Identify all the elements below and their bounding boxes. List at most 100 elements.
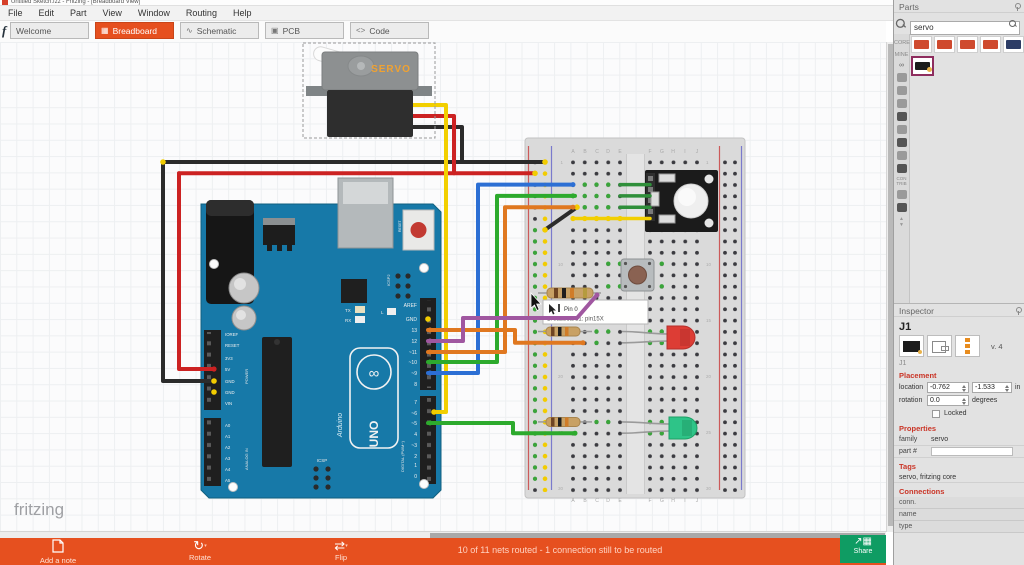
pcb-view-icon[interactable] bbox=[955, 335, 980, 357]
part-thumbnail[interactable] bbox=[957, 36, 978, 53]
menu-routing[interactable]: Routing bbox=[185, 8, 217, 18]
red-led-part[interactable] bbox=[621, 325, 696, 350]
menu-part[interactable]: Part bbox=[70, 8, 87, 18]
parts-search[interactable] bbox=[910, 17, 1020, 35]
part-thumbnail[interactable] bbox=[980, 36, 1001, 53]
jumper-black[interactable] bbox=[543, 205, 579, 232]
horizontal-scrollbar[interactable] bbox=[0, 531, 886, 538]
vertical-scrollbar[interactable] bbox=[886, 42, 893, 532]
svg-text:D: D bbox=[606, 498, 610, 504]
add-note-button[interactable]: Add a note bbox=[28, 539, 88, 565]
servo-part[interactable]: SERVO bbox=[302, 42, 436, 139]
rotation-spinner[interactable]: 0.0 bbox=[927, 395, 969, 406]
parallax-icon[interactable] bbox=[896, 151, 907, 160]
svg-text:~9: ~9 bbox=[411, 371, 417, 377]
bin-tab-core[interactable]: CORE bbox=[894, 40, 910, 46]
resistor-part[interactable] bbox=[538, 287, 601, 299]
wire-red[interactable] bbox=[177, 171, 216, 371]
locked-checkbox[interactable] bbox=[932, 409, 940, 418]
scroll-up-icon[interactable]: ▲ bbox=[899, 216, 904, 222]
parts-panel-header[interactable]: Parts bbox=[894, 0, 1024, 13]
arduino-uno-part[interactable]: RESET ICSP2 bbox=[200, 177, 442, 499]
breadboard-canvas[interactable]: fritzing bbox=[0, 42, 886, 532]
tab-code[interactable]: <> Code bbox=[350, 22, 429, 39]
breadboard-view-icon[interactable] bbox=[899, 335, 924, 357]
properties-header: Properties bbox=[899, 424, 937, 433]
temp-bin-icon[interactable] bbox=[896, 203, 907, 212]
vscroll-thumb[interactable] bbox=[888, 44, 893, 526]
wire-green[interactable] bbox=[426, 421, 577, 436]
tab-schematic[interactable]: ∿ Schematic bbox=[180, 22, 259, 39]
rotate-button[interactable]: ↻▾ Rotate bbox=[188, 538, 212, 563]
tab-pcb[interactable]: ▣ PCB bbox=[265, 22, 344, 39]
type-row[interactable]: type bbox=[894, 521, 1024, 533]
dock-pin-icon[interactable] bbox=[1014, 307, 1022, 315]
share-arrow-icon: ↗ bbox=[854, 536, 863, 547]
led-module-part[interactable] bbox=[645, 170, 718, 232]
share-button[interactable]: ↗▦ Share bbox=[840, 535, 886, 563]
connection-dots bbox=[160, 159, 600, 436]
pushbutton-part[interactable] bbox=[620, 258, 655, 292]
svg-text:RESET: RESET bbox=[398, 219, 402, 232]
infinity-icon: ∞ bbox=[369, 365, 380, 382]
infinity-icon[interactable]: ∞ bbox=[899, 62, 904, 69]
wire-black[interactable] bbox=[161, 160, 216, 383]
brand-bin-icon[interactable] bbox=[896, 138, 907, 147]
menu-edit[interactable]: Edit bbox=[38, 8, 55, 18]
svg-text:10: 10 bbox=[706, 262, 712, 267]
svg-text:A3: A3 bbox=[225, 456, 231, 461]
part-thumbnail[interactable] bbox=[934, 36, 955, 53]
location-x-spinner[interactable]: -0.762 bbox=[927, 382, 969, 393]
inspector-header[interactable]: Inspector bbox=[894, 304, 1024, 317]
wire-yellow[interactable] bbox=[408, 103, 448, 414]
menu-view[interactable]: View bbox=[102, 8, 122, 18]
velleman-icon[interactable] bbox=[896, 164, 907, 173]
picaxe-icon[interactable] bbox=[896, 112, 907, 121]
scroll-down-icon[interactable]: ▼ bbox=[899, 222, 904, 228]
wire-blue[interactable] bbox=[426, 182, 575, 375]
wire-black[interactable] bbox=[408, 125, 464, 164]
part-thumbnail[interactable] bbox=[1003, 36, 1024, 53]
part-thumbnail-servo-selected[interactable] bbox=[911, 56, 934, 76]
svg-text:G: G bbox=[660, 149, 664, 155]
parts-search-input[interactable] bbox=[910, 20, 1020, 35]
dock-pin-icon[interactable] bbox=[1013, 3, 1021, 11]
intel-icon[interactable] bbox=[896, 99, 907, 108]
location-y-spinner[interactable]: -1.533 bbox=[972, 382, 1012, 393]
bin-tab-contrib[interactable]: CON TRIB bbox=[896, 176, 907, 186]
conn-row[interactable]: conn. bbox=[894, 497, 1024, 509]
search-icon[interactable] bbox=[1009, 20, 1017, 28]
flip-button[interactable]: ⇄▾ Flip bbox=[334, 538, 348, 563]
rotate-dropdown-icon[interactable]: ▾ bbox=[204, 543, 207, 549]
menu-help[interactable]: Help bbox=[232, 8, 252, 18]
svg-text:UNO: UNO bbox=[367, 421, 381, 448]
resistor-part[interactable] bbox=[538, 326, 592, 337]
wire-orange[interactable] bbox=[426, 205, 575, 354]
seeedstudio-icon[interactable] bbox=[896, 86, 907, 95]
tab-breadboard[interactable]: ▦ Breadboard bbox=[95, 22, 174, 39]
part-thumbnail[interactable] bbox=[911, 36, 932, 53]
hscroll-thumb[interactable] bbox=[430, 533, 885, 538]
snootlab-icon[interactable] bbox=[896, 125, 907, 134]
green-led-part[interactable] bbox=[621, 416, 698, 440]
svg-text:RESET: RESET bbox=[225, 343, 240, 348]
sparkfun-icon[interactable] bbox=[896, 73, 907, 82]
menu-window[interactable]: Window bbox=[137, 8, 170, 18]
tab-welcome[interactable]: Welcome bbox=[10, 22, 89, 39]
wire-green[interactable] bbox=[426, 193, 577, 364]
wire-red[interactable] bbox=[408, 114, 456, 176]
resistor-part[interactable] bbox=[538, 417, 592, 427]
name-row[interactable]: name bbox=[894, 509, 1024, 521]
custom-bin-icon[interactable] bbox=[896, 190, 907, 199]
wire-orange[interactable] bbox=[426, 328, 585, 345]
svg-text:Arduino: Arduino bbox=[337, 413, 344, 438]
bin-tab-mine[interactable]: MINE bbox=[894, 52, 909, 58]
menu-file[interactable]: File bbox=[8, 8, 23, 18]
svg-text:~5: ~5 bbox=[411, 421, 417, 427]
parts-results bbox=[911, 36, 1024, 79]
part-number-input[interactable] bbox=[931, 447, 1013, 456]
wire-purple[interactable] bbox=[426, 293, 599, 343]
flip-dropdown-icon[interactable]: ▾ bbox=[345, 543, 348, 549]
schematic-view-icon[interactable] bbox=[927, 335, 952, 357]
